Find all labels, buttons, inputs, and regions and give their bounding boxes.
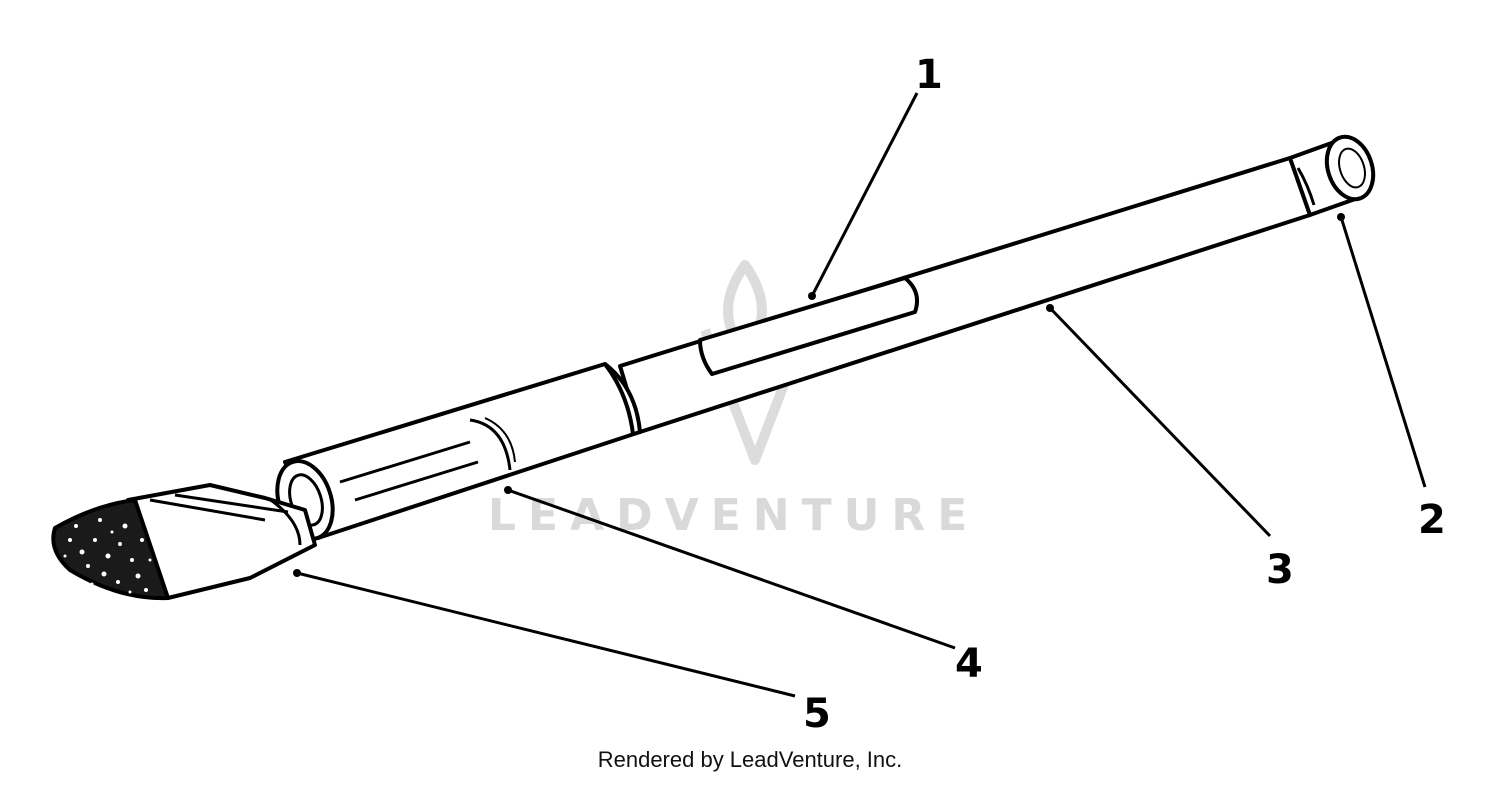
brush-head [51, 483, 317, 601]
leader-lines [296, 92, 1427, 698]
callout-2: 2 [1418, 497, 1446, 543]
decal-label [698, 276, 919, 376]
main-tube [618, 156, 1312, 434]
callout-1: 1 [915, 52, 943, 98]
callout-5: 5 [803, 691, 831, 737]
callout-4: 4 [955, 641, 983, 687]
credit-text: Rendered by LeadVenture, Inc. [598, 747, 903, 772]
leader-line-5 [296, 571, 796, 698]
leader-dots [293, 213, 1345, 577]
leader-line-3 [1048, 306, 1272, 538]
callout-3: 3 [1266, 547, 1294, 593]
watermark-text: LEADVENTURE [488, 490, 979, 541]
leader-line-1 [810, 92, 919, 297]
leader-line-4 [507, 488, 956, 650]
leader-line-2 [1339, 216, 1427, 488]
end-cap [1287, 134, 1376, 218]
